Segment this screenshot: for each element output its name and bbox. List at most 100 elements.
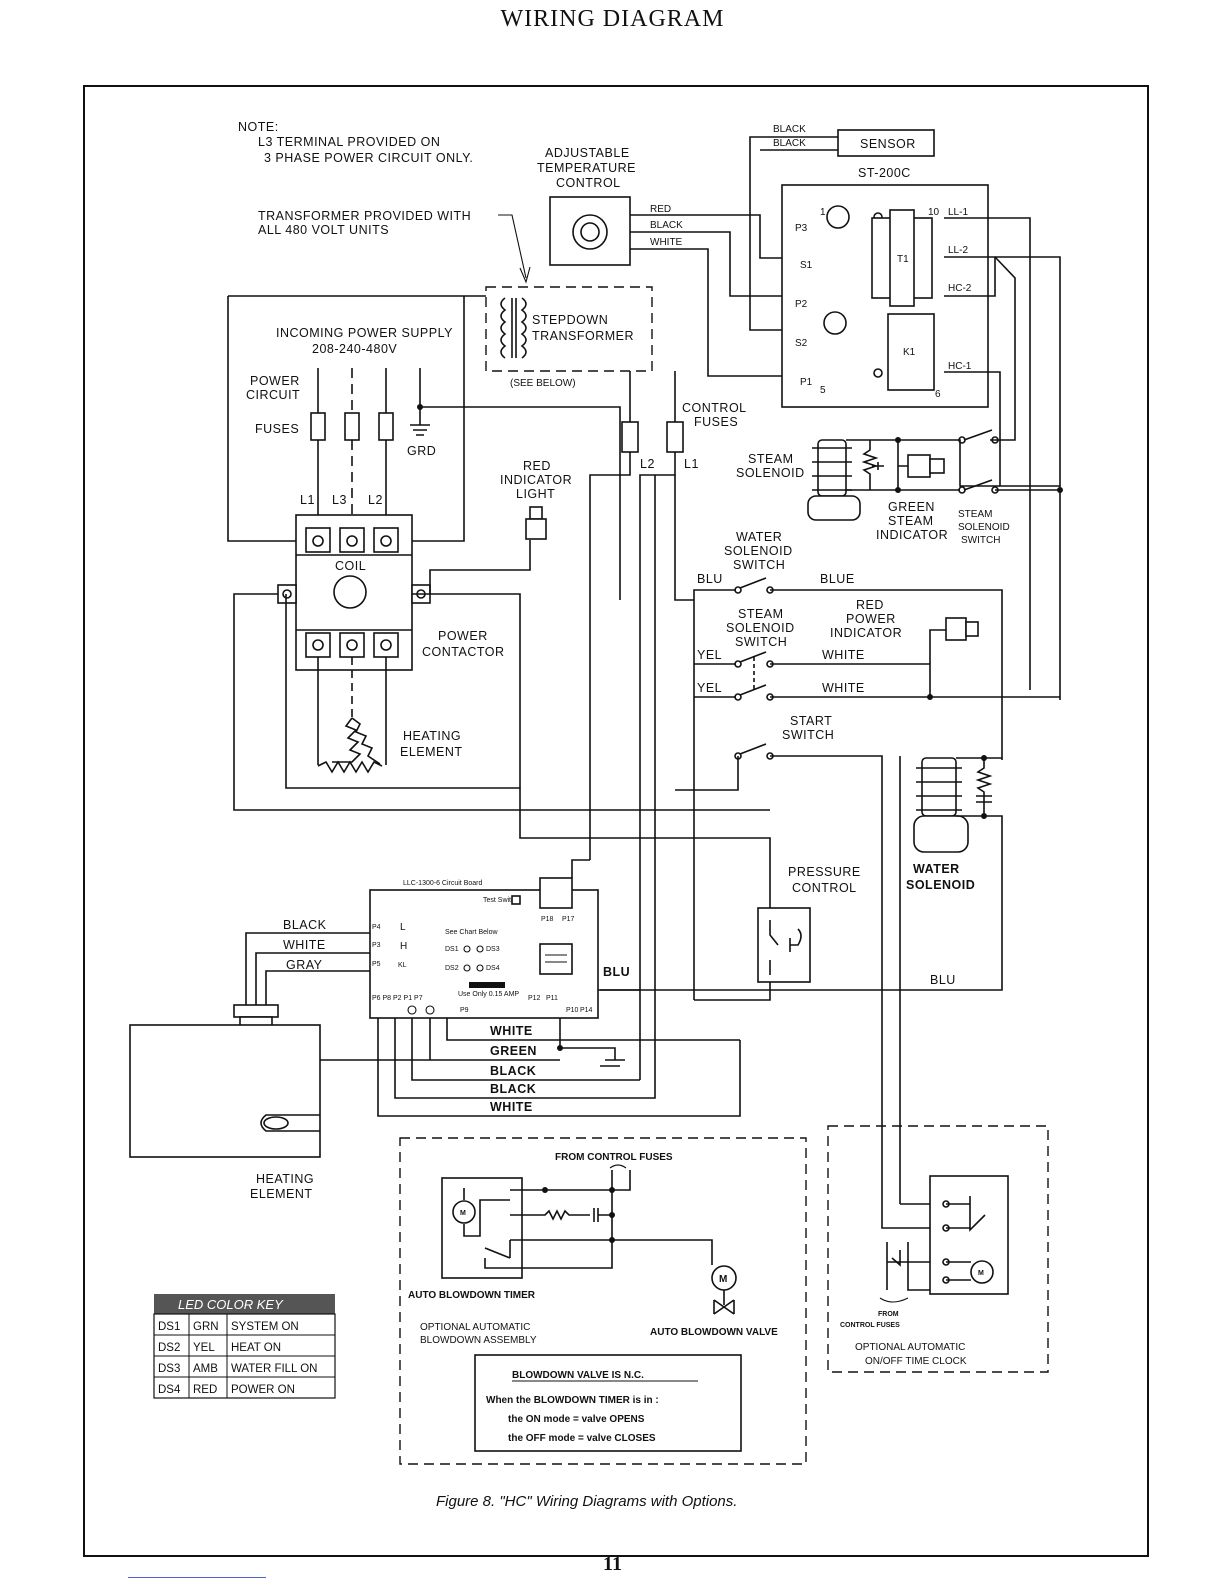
steam-switch-mid-contact-1 — [734, 660, 742, 668]
clock-motor-m: M — [978, 1270, 984, 1277]
blowdown-node-3 — [609, 1237, 615, 1243]
node-f — [981, 813, 987, 819]
water-solenoid-valve — [913, 815, 969, 853]
supply-left-wire — [227, 296, 296, 542]
steam-resistor — [861, 440, 879, 490]
time-clock-box — [929, 1175, 1009, 1295]
timer-internal-2 — [484, 1240, 511, 1269]
contactor-line-1: POWER — [438, 629, 488, 643]
steam-solenoid-windings — [812, 447, 852, 491]
water-switch-blue: BLUE — [820, 572, 855, 586]
probe-black-label: BLACK — [283, 918, 327, 932]
note-line-1: L3 TERMINAL PROVIDED ON — [258, 135, 440, 149]
led-key-ds: DS1 — [158, 1321, 180, 1333]
steam-switch-mid-blade-1 — [739, 651, 767, 663]
ds1-label: DS1 — [445, 946, 459, 953]
time-clock-assembly: M FROM CONTROL FUSES OPTIONAL AUTOMATIC … — [827, 756, 1049, 1373]
element-leads — [317, 657, 387, 765]
pressure-control-box — [757, 907, 811, 983]
ds3-led — [476, 945, 484, 953]
blowdown-timer-label: AUTO BLOWDOWN TIMER — [408, 1290, 536, 1301]
harness-black-2: BLACK — [490, 1082, 536, 1096]
transformer-note-line-1: TRANSFORMER PROVIDED WITH — [258, 209, 471, 223]
leader-arrowhead — [519, 266, 531, 284]
start-switch-line-2: SWITCH — [782, 728, 834, 742]
l1-distribution — [674, 475, 694, 601]
time-clock-dashed-box — [827, 1125, 1049, 1373]
clock-switch-wiring — [946, 1203, 970, 1229]
adjustable-temperature-control: ADJUSTABLE TEMPERATURE CONTROL RED BLACK… — [537, 146, 782, 377]
st200c-label: ST-200C — [858, 166, 911, 180]
steam-switch-mid-line-2: SOLENOID — [726, 621, 795, 635]
clock-switch — [969, 1196, 986, 1232]
test-switch-label: Test Switch — [483, 897, 519, 904]
node-d — [927, 694, 933, 700]
steam-switch-right-line-1: STEAM — [958, 509, 992, 520]
p9-label: P9 — [460, 1007, 469, 1014]
led-key-color: RED — [193, 1384, 217, 1396]
figure-caption: Figure 8. "HC" Wiring Diagrams with Opti… — [436, 1493, 737, 1510]
board-fuse — [469, 982, 505, 988]
clock-rc — [891, 1250, 901, 1267]
control-fuse-l2-label: L2 — [640, 457, 655, 471]
red-indicator-line-1: RED — [523, 459, 551, 473]
blowdown-timer-box — [441, 1177, 523, 1279]
page-number: 11 — [603, 1553, 622, 1575]
sensor-block: SENSOR BLACK BLACK — [749, 124, 935, 331]
incoming-power-supply: INCOMING POWER SUPPLY 208-240-480V POWER… — [227, 295, 621, 600]
terminal-s1: S1 — [800, 260, 813, 271]
ds3-label: DS3 — [486, 946, 500, 953]
control-fuse-l1 — [666, 421, 684, 453]
element-top-line-1: HEATING — [403, 729, 461, 743]
test-switch-button[interactable] — [511, 895, 521, 905]
contactor-top-terminal-1 — [305, 527, 331, 553]
probe-fitting-top — [233, 1004, 279, 1018]
wire-hc2 — [944, 257, 996, 297]
green-indicator-line-2: STEAM — [888, 514, 934, 528]
indicator-cap — [529, 506, 543, 520]
kl-label: KL — [398, 962, 407, 969]
ground-symbol — [410, 368, 430, 436]
st200c-socket-mid — [823, 311, 847, 335]
ds4-label: DS4 — [486, 965, 500, 972]
red-power-line-2: POWER — [846, 612, 896, 626]
heating-element-top: HEATING ELEMENT — [317, 657, 462, 774]
pin-6: 6 — [935, 389, 941, 400]
amp-note: Use Only 0.15 AMP — [458, 991, 519, 998]
note-heading: NOTE: — [238, 120, 279, 134]
fuse-l3 — [344, 412, 360, 441]
pressure-bottom-wire — [694, 982, 771, 1001]
green-indicator-leads — [897, 440, 908, 490]
red-indicator-line-3: LIGHT — [516, 487, 555, 501]
board-title: LLC-1300-6 Circuit Board — [403, 880, 482, 887]
steam-solenoid-top-wire — [846, 439, 1000, 487]
water-switch-contact-1 — [734, 586, 742, 594]
wire-red — [630, 214, 782, 259]
p14-label: P14 — [580, 1007, 593, 1014]
steam-switch-blade-2 — [963, 479, 993, 491]
sensor-box — [837, 129, 935, 157]
wire-white-label: WHITE — [650, 237, 683, 248]
heating-element-loop — [260, 1114, 320, 1132]
probe-white-wire — [255, 952, 370, 1005]
control-fuse-l2-wire — [589, 371, 631, 860]
probe-and-element: BLACK WHITE GRAY HEATING ELEMENT — [129, 918, 370, 1201]
green-indicator-body — [907, 454, 931, 478]
steam-solenoid-assembly: STEAM SOLENOID GREEN STEAM INDICATOR STE… — [736, 429, 1063, 546]
clock-line-2: ON/OFF TIME CLOCK — [865, 1356, 967, 1367]
footer-rule — [128, 1577, 266, 1578]
boiler-tank — [129, 1024, 321, 1158]
bottom-harness: WHITE GREEN BLACK BLACK WHITE — [320, 475, 741, 1117]
l1-label: L1 — [300, 493, 315, 507]
contactor-bottom-screw-1 — [312, 639, 324, 651]
probe-gray-wire — [265, 970, 370, 1005]
stepdown-transformer: STEPDOWN TRANSFORMER (SEE BELOW) — [485, 286, 653, 389]
coil-terminal-left — [277, 584, 297, 604]
sensor-label: SENSOR — [860, 137, 916, 151]
blowdown-note-line-1: When the BLOWDOWN TIMER is in : — [486, 1395, 659, 1406]
k1-label: K1 — [903, 347, 916, 358]
notes-block: NOTE: L3 TERMINAL PROVIDED ON 3 PHASE PO… — [238, 120, 531, 284]
terminal-ll1: LL-1 — [948, 207, 968, 218]
h-label: H — [400, 941, 407, 952]
blowdown-note-heading: BLOWDOWN VALVE IS N.C. — [512, 1370, 644, 1381]
